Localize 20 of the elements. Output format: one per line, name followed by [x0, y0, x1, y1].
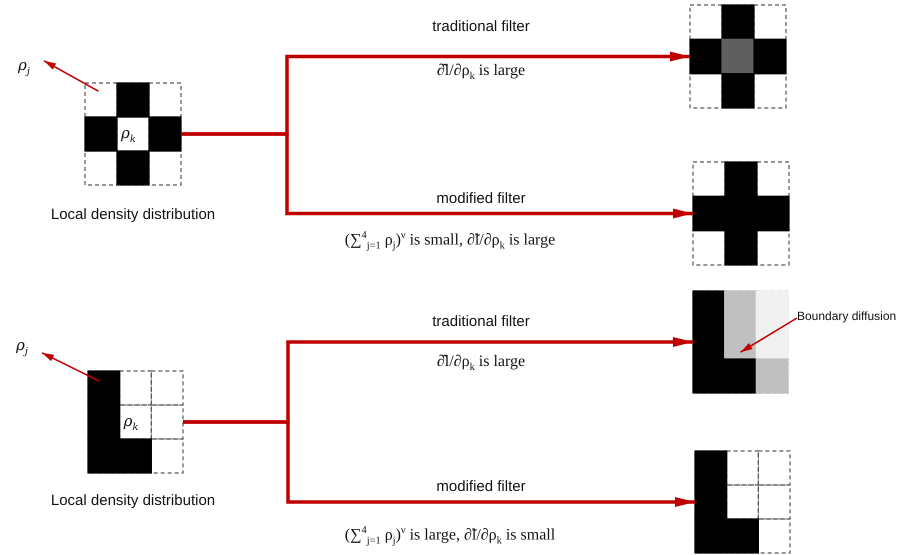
- formula-text: ∂̂l/∂ρ$_{k}$ is large: [436, 62, 526, 82]
- node-label: Local density distribution: [50, 206, 216, 223]
- edge-label: modified filter: [436, 478, 526, 495]
- pointer-arrow: [44, 60, 99, 92]
- symbol-label: ρ$_{j}$: [18, 56, 30, 77]
- branch-arrow: [181, 132, 693, 218]
- formula-text: ∂̂l/∂ρ$_{k}$ is large: [436, 353, 526, 374]
- pointer-arrow: [42, 352, 100, 382]
- pointer-arrow: [740, 317, 798, 353]
- symbol-label: ρ$_{k}$: [124, 412, 138, 433]
- callout-text: Boundary diffusion: [797, 309, 896, 323]
- node-label: Local density distribution: [50, 492, 216, 509]
- edge-label: traditional filter: [432, 18, 530, 35]
- formula-text: (∑$^{4}$$_{j=1}$ ρ$_{j}$)$^{ν}$ is small, ∂̃l/∂ρ$_{k}$ is large: [344, 230, 556, 252]
- formula-text: (∑$^{4}$$_{j=1}$ ρ$_{j}$)$^{ν}$ is large, ∂̃l/∂ρ$_{k}$ is small: [344, 525, 556, 547]
- branch-arrow: [183, 420, 695, 507]
- edge-label: traditional filter: [432, 313, 530, 330]
- symbol-label: ρ$_{j}$: [16, 336, 28, 357]
- edge-label: modified filter: [436, 190, 526, 207]
- symbol-label: ρ$_{k}$: [121, 124, 136, 145]
